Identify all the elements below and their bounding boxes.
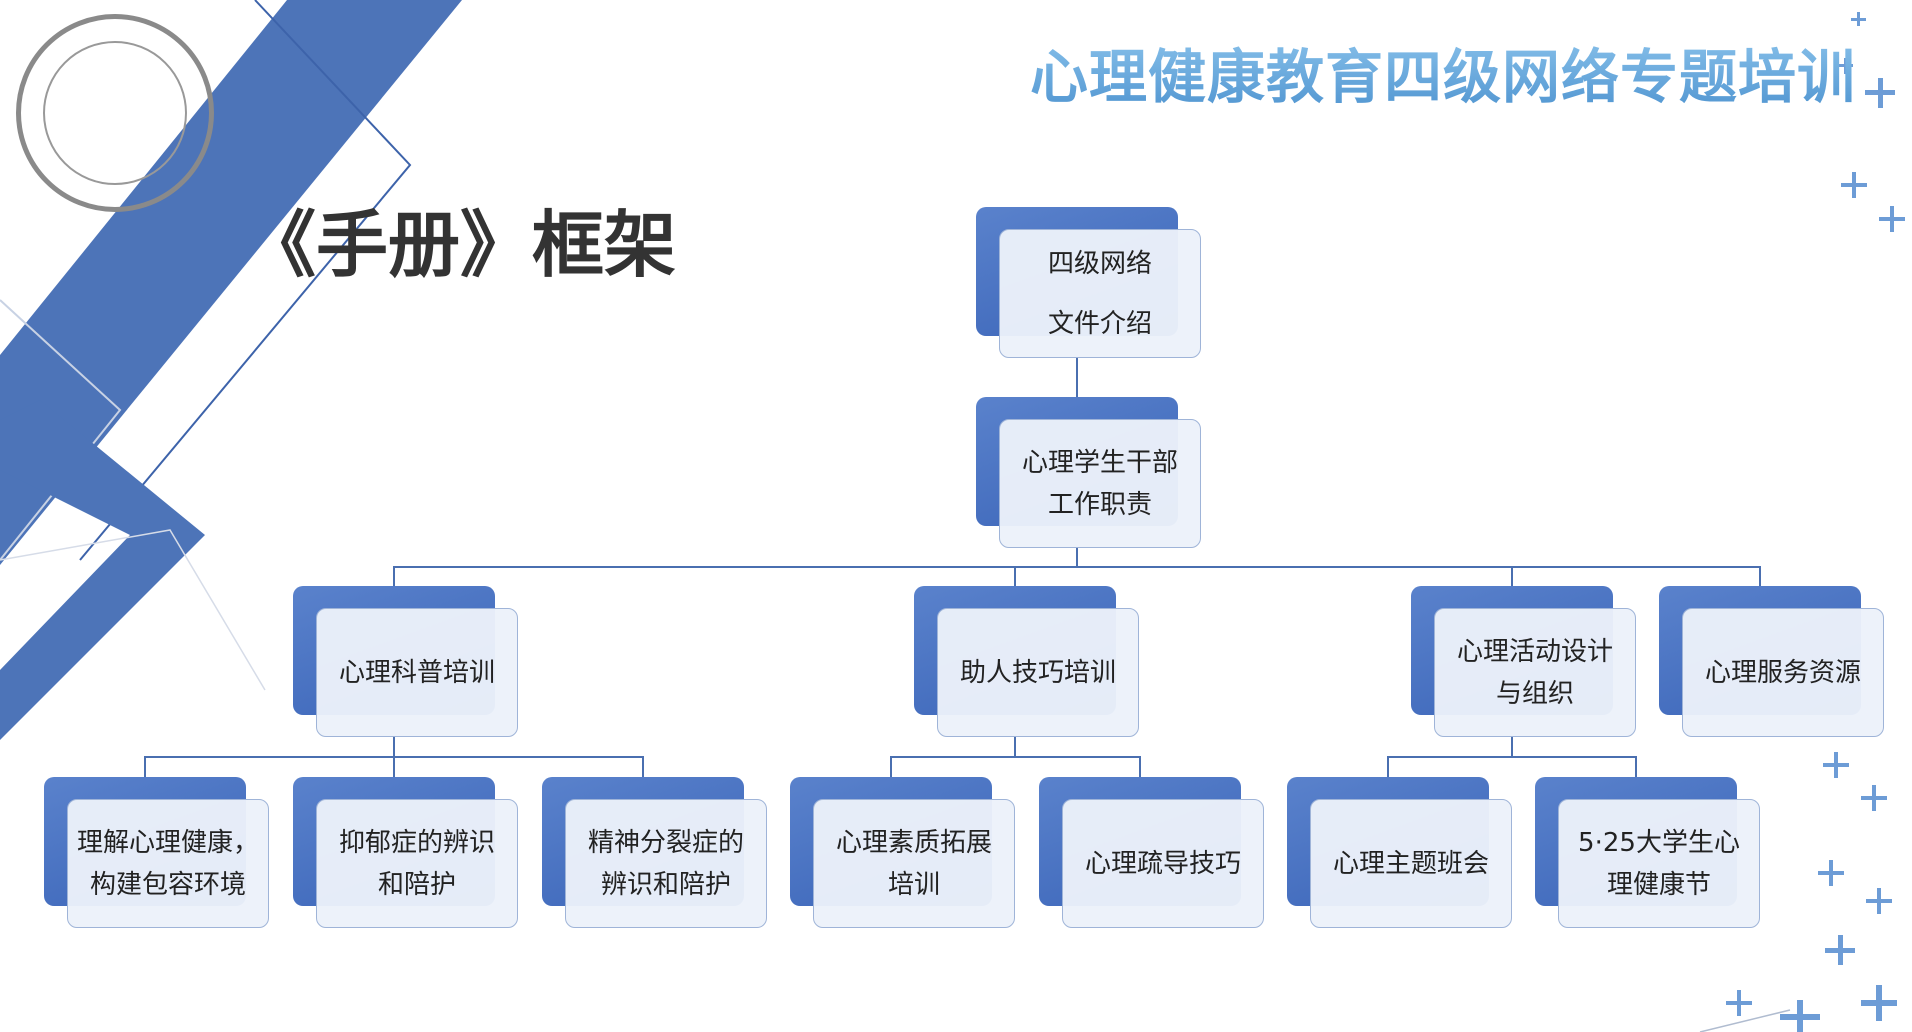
node-label: 理解心理健康， <box>76 827 259 858</box>
chevron-band <box>0 400 205 740</box>
connector-line <box>1511 737 1513 757</box>
connector-line <box>393 756 395 778</box>
node-label: 辨识和陪护 <box>600 869 731 900</box>
node-label: 与组织 <box>1495 678 1574 709</box>
node-activity: 心理活动设计与组织 <box>1411 586 1636 737</box>
plus-decorations <box>1726 12 1905 1032</box>
node-box: 心理科普培训 <box>316 608 518 737</box>
node-helping: 助人技巧培训 <box>914 586 1139 737</box>
connector-line <box>1139 756 1141 778</box>
connector-line <box>1014 737 1016 757</box>
node-box: 四级网络文件介绍 <box>999 229 1201 358</box>
connector-line <box>394 566 1760 568</box>
connector-line <box>1635 756 1637 778</box>
node-label: 抑郁症的辨识 <box>338 827 495 858</box>
node-depression: 抑郁症的辨识和陪护 <box>293 777 518 928</box>
node-understand: 理解心理健康， 构建包容环境 <box>44 777 269 928</box>
node-label: 和陪护 <box>377 869 456 900</box>
connector-line <box>393 566 395 588</box>
node-box: 心理素质拓展培训 <box>813 799 1015 928</box>
connector-line <box>1076 358 1078 420</box>
node-box: 心理活动设计与组织 <box>1434 608 1636 737</box>
node-science: 心理科普培训 <box>293 586 518 737</box>
node-schizophrenia: 精神分裂症的辨识和陪护 <box>542 777 767 928</box>
node-label: 心理疏导技巧 <box>1084 848 1241 879</box>
connector-line <box>1388 756 1636 758</box>
thin-line <box>0 299 122 561</box>
node-label: 理健康节 <box>1606 869 1711 900</box>
node-box: 心理主题班会 <box>1310 799 1512 928</box>
node-box: 助人技巧培训 <box>937 608 1139 737</box>
slide-heading: 《手册》框架 <box>244 203 677 287</box>
node-box: 抑郁症的辨识和陪护 <box>316 799 518 928</box>
connector-line <box>642 756 644 778</box>
node-label: 心理活动设计 <box>1456 636 1613 667</box>
node-resources: 心理服务资源 <box>1659 586 1884 737</box>
node-classmeeting: 心理主题班会 <box>1287 777 1512 928</box>
node-duties: 心理学生干部工作职责 <box>976 397 1201 548</box>
node-label: 培训 <box>887 869 940 900</box>
thin-line <box>1699 1009 1791 1032</box>
node-festival: 5·25大学生心理健康节 <box>1535 777 1760 928</box>
node-label: 工作职责 <box>1047 489 1152 520</box>
node-label: 心理服务资源 <box>1704 657 1861 688</box>
node-label: 文件介绍 <box>1047 308 1152 339</box>
node-label: 心理学生干部 <box>1021 447 1178 478</box>
node-label: 5·25大学生心 <box>1578 827 1740 858</box>
connector-line <box>1759 566 1761 588</box>
node-box: 5·25大学生心理健康节 <box>1558 799 1760 928</box>
thin-line <box>0 529 266 691</box>
node-label: 精神分裂症的 <box>587 827 744 858</box>
node-root: 四级网络文件介绍 <box>976 207 1201 358</box>
connector-line <box>891 756 1140 758</box>
node-counseling: 心理疏导技巧 <box>1039 777 1264 928</box>
node-box: 心理服务资源 <box>1682 608 1884 737</box>
diagonal-band <box>0 0 462 565</box>
connector-line <box>1387 756 1389 778</box>
node-label: 助人技巧培训 <box>959 657 1116 688</box>
node-label: 心理主题班会 <box>1332 848 1489 879</box>
node-expansion: 心理素质拓展培训 <box>790 777 1015 928</box>
node-label: 构建包容环境 <box>89 869 246 900</box>
node-box: 理解心理健康， 构建包容环境 <box>67 799 269 928</box>
connector-line <box>1014 566 1016 588</box>
slide-title: 心理健康教育四级网络专题培训 <box>1030 30 1856 114</box>
connector-line <box>393 737 395 757</box>
node-box: 精神分裂症的辨识和陪护 <box>565 799 767 928</box>
connector-line <box>1511 566 1513 588</box>
node-label: 心理科普培训 <box>338 657 495 688</box>
node-label: 四级网络 <box>1047 248 1152 279</box>
node-box: 心理学生干部工作职责 <box>999 419 1201 548</box>
thin-line <box>79 0 412 561</box>
connector-line <box>1076 548 1078 568</box>
connector-line <box>890 756 892 778</box>
node-label: 心理素质拓展 <box>835 827 992 858</box>
node-box: 心理疏导技巧 <box>1062 799 1264 928</box>
university-seal-logo <box>16 14 214 212</box>
connector-line <box>144 756 146 778</box>
